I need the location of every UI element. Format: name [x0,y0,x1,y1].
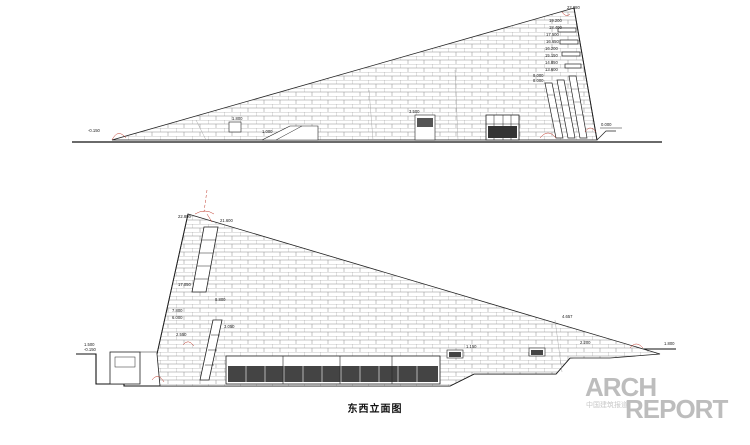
upper-elevation [72,7,662,143]
upper-louvres [557,27,582,69]
lower-level-2: 17.050 [178,282,191,287]
upper-level-7: 14.850 [545,60,558,65]
lower-tilted-window-upper [191,226,219,293]
lower-dimension-marks [151,210,644,383]
upper-level-2: 18.400 [549,25,562,30]
upper-ramp [261,125,319,141]
upper-level-1: 19.200 [549,18,562,23]
lower-elevation [76,189,676,387]
lower-level-labels: 22.880 21.600 17.050 8.800 7.800 6.000 3… [84,214,235,352]
lower-wedge-facade [156,213,661,387]
upper-level-8: 13.600 [545,67,558,72]
lower-right-level-2: 2.200 [580,340,591,345]
upper-wedge-facade [111,7,598,141]
upper-bottom-level-4: 0.000 [601,122,612,127]
lower-level-9: -0.150 [84,347,97,352]
lower-right-labels: 4.657 1.150 2.200 1.800 [466,314,675,349]
lower-right-level-0: 4.657 [562,314,573,319]
lower-level-7: 2.550 [176,332,187,337]
upper-slanted-window-2 [556,79,576,139]
lower-level-6: 3.050 [224,324,235,329]
upper-slanted-window-3 [568,75,588,139]
upper-level-9: 9.000 [533,73,544,78]
lower-level-8: 1.500 [84,342,95,347]
upper-dimension-marks [111,11,597,141]
lower-right-level-1: 1.150 [466,344,477,349]
upper-bottom-labels: -0.150 1.800 1.000 3.500 0.000 [88,109,612,134]
upper-level-10: 8.000 [533,78,544,83]
lower-level-3: 8.800 [215,297,226,302]
upper-level-5: 16.200 [545,46,558,51]
upper-window [228,121,242,133]
watermark-logo-line1: ARCH [585,372,657,402]
watermark-subtitle: 中国建筑报道 [586,402,628,409]
upper-level-4: 16.650 [546,39,559,44]
upper-level-0: 22.880 [567,5,580,10]
lower-glazing-band [225,355,441,385]
upper-level-6: 15.150 [545,53,558,58]
lower-level-4: 7.800 [172,308,183,313]
watermark-logo-line2: REPORT [625,394,728,424]
upper-level-labels: 22.880 19.200 18.400 17.500 16.650 16.20… [533,5,580,83]
upper-bottom-level-1: 1.800 [232,116,243,121]
upper-bottom-level-3: 3.500 [409,109,420,114]
upper-level-3: 17.500 [546,32,559,37]
lower-level-5: 6.000 [172,315,183,320]
upper-slanted-window-1 [544,82,564,139]
lower-level-1: 21.600 [220,218,233,223]
lower-right-level-3: 1.800 [664,341,675,346]
drawing-caption: 东西立面图 [347,404,403,415]
upper-bottom-level-2: 1.000 [262,129,273,134]
lower-level-0: 22.880 [178,214,191,219]
upper-bottom-level-0: -0.150 [88,128,101,133]
